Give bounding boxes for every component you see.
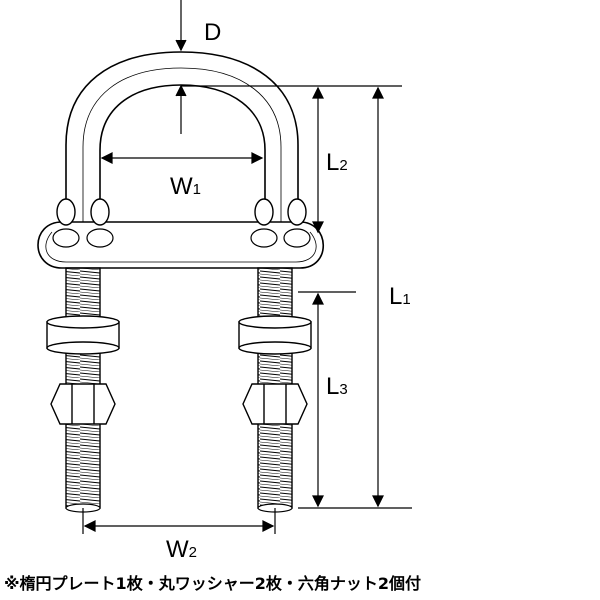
label-l1-sub: 1: [402, 291, 410, 308]
dimension-w1: [100, 152, 264, 164]
included-parts-caption: ※楕円プレート1枚・丸ワッシャー2枚・六角ナット2個付: [4, 574, 421, 593]
label-w2-main: W: [166, 536, 189, 563]
right-washer: [238, 315, 312, 355]
label-l1: L1: [389, 283, 411, 310]
label-l2: L2: [326, 149, 348, 176]
dimension-w2: [82, 508, 276, 534]
label-l2-sub: 2: [339, 157, 347, 174]
dimension-d: [175, 0, 187, 134]
label-w1: W1: [170, 173, 201, 200]
plate-holes: [56, 198, 307, 226]
plate-hole-shadows: [52, 228, 311, 248]
left-hex-nut: [50, 383, 116, 425]
dimension-l1: [372, 86, 384, 508]
u-bend-outer: [65, 51, 299, 222]
label-d: D: [204, 19, 221, 46]
right-hex-nut: [242, 383, 308, 425]
u-bend-centerline: [82, 67, 282, 222]
dimension-l2: [312, 86, 324, 234]
label-l2-main: L: [326, 149, 339, 176]
label-w2-sub: 2: [189, 544, 197, 561]
label-w2: W2: [166, 536, 197, 563]
label-l3: L3: [326, 373, 348, 400]
label-l3-sub: 3: [339, 381, 347, 398]
label-l3-main: L: [326, 373, 339, 400]
oval-plate: [37, 221, 324, 269]
left-washer: [46, 315, 120, 355]
label-w1-main: W: [170, 173, 193, 200]
dimension-l3: [312, 292, 324, 508]
label-l1-main: L: [389, 283, 402, 310]
label-w1-sub: 1: [193, 181, 201, 198]
extension-lines: [181, 85, 412, 509]
u-bend-inner: [99, 84, 266, 222]
